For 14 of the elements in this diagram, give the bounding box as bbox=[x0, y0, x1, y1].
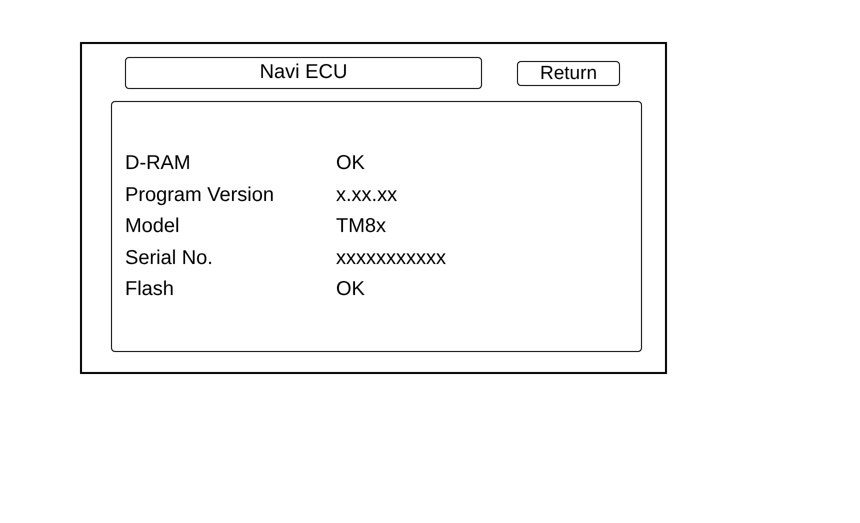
return-button: Return bbox=[517, 61, 620, 86]
value-text: x.xx.xx bbox=[336, 182, 398, 206]
value-text: xxxxxxxxxxx bbox=[336, 246, 446, 270]
field-name-text: Model bbox=[125, 214, 180, 238]
field-name-text: Program Version bbox=[125, 182, 274, 206]
value-text: OK bbox=[336, 151, 365, 175]
title-field: Navi ECU bbox=[125, 57, 482, 89]
field-name-text: Serial No. bbox=[125, 246, 213, 270]
content-panel bbox=[111, 101, 642, 352]
value-text: OK bbox=[336, 277, 365, 301]
value-text: TM8x bbox=[336, 214, 386, 238]
screen-frame bbox=[80, 42, 667, 374]
field-name-text: Flash bbox=[125, 277, 174, 301]
field-name-text: D-RAM bbox=[125, 151, 191, 175]
